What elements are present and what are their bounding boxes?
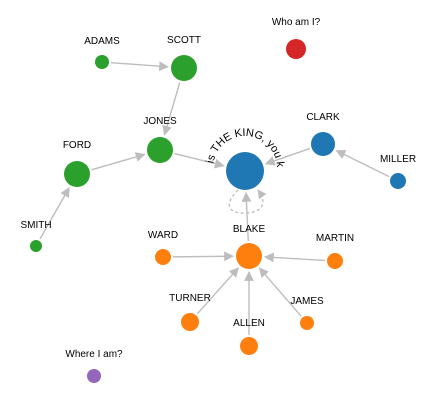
edge-ford-to-jones bbox=[91, 152, 146, 171]
king-caption: KING is THE KING, you know? bbox=[0, 0, 286, 168]
edge-scott-to-jones bbox=[162, 82, 181, 136]
edge-james-to-blake bbox=[258, 267, 302, 317]
nodes-layer bbox=[30, 39, 406, 383]
label-whoami: Who am I? bbox=[272, 17, 321, 28]
label-blake: BLAKE bbox=[233, 224, 266, 235]
label-ward: WARD bbox=[148, 230, 178, 241]
edge-turner-to-blake bbox=[196, 267, 239, 315]
label-whereami: Where I am? bbox=[65, 349, 123, 360]
node-clark[interactable] bbox=[311, 132, 335, 156]
label-martin: MARTIN bbox=[316, 233, 354, 244]
label-james: JAMES bbox=[290, 296, 324, 307]
edge-clark-to-king bbox=[264, 147, 310, 166]
label-adams: ADAMS bbox=[84, 36, 120, 47]
node-smith[interactable] bbox=[30, 240, 42, 252]
node-martin[interactable] bbox=[327, 253, 343, 269]
node-whoami[interactable] bbox=[286, 39, 306, 59]
node-ford[interactable] bbox=[64, 161, 90, 187]
node-adams[interactable] bbox=[95, 55, 109, 69]
node-scott[interactable] bbox=[171, 55, 197, 81]
node-blake[interactable] bbox=[236, 243, 262, 269]
node-turner[interactable] bbox=[181, 313, 199, 331]
label-clark: CLARK bbox=[306, 112, 340, 123]
node-whereami[interactable] bbox=[87, 369, 101, 383]
label-turner: TURNER bbox=[169, 293, 211, 304]
node-jones[interactable] bbox=[147, 137, 173, 163]
label-jones: JONES bbox=[143, 116, 177, 127]
edge-jones-to-king bbox=[174, 152, 225, 169]
labels-layer: ADAMS SCOTT JONES FORD SMITH CLARK MILLER BLAKE… bbox=[20, 17, 416, 360]
edge-martin-to-blake bbox=[263, 252, 326, 263]
label-ford: FORD bbox=[63, 140, 91, 151]
node-allen[interactable] bbox=[240, 337, 258, 355]
edge-miller-to-clark bbox=[335, 150, 390, 178]
edge-adams-to-scott bbox=[110, 61, 170, 72]
edge-smith-to-ford bbox=[39, 187, 70, 240]
node-king[interactable] bbox=[226, 152, 264, 190]
edge-ward-to-blake bbox=[172, 251, 234, 262]
label-scott: SCOTT bbox=[167, 35, 201, 46]
label-miller: MILLER bbox=[380, 154, 416, 165]
node-james[interactable] bbox=[300, 316, 314, 330]
node-ward[interactable] bbox=[155, 249, 171, 265]
king-self-loop-edge bbox=[228, 189, 267, 214]
node-miller[interactable] bbox=[390, 173, 406, 189]
king-caption-text: KING is THE KING, you know? bbox=[0, 0, 286, 168]
label-allen: ALLEN bbox=[233, 318, 265, 329]
label-smith: SMITH bbox=[20, 220, 51, 231]
edge-blake-to-king bbox=[241, 191, 252, 242]
edges-layer bbox=[39, 61, 390, 335]
